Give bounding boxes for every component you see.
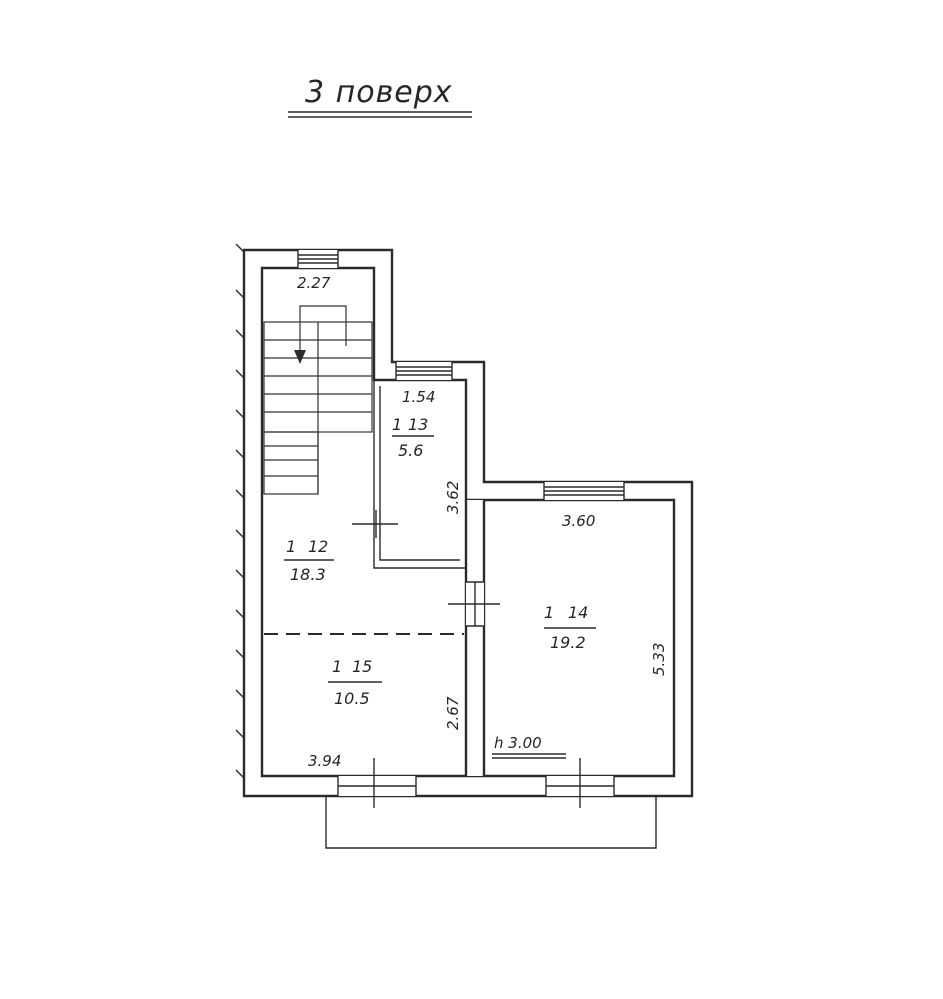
room-12-area: 18.3 <box>290 565 326 584</box>
room-12-prefix: 1 <box>286 537 296 556</box>
room-13-number: 13 <box>408 415 428 434</box>
balcony-outline <box>325 796 657 849</box>
room-14-prefix: 1 <box>544 603 554 622</box>
room-13-length: 3.62 <box>444 481 462 514</box>
stair-direction-arrow-icon <box>294 350 306 364</box>
room-15-number: 15 <box>352 657 372 676</box>
room-13-prefix: 1 <box>392 415 402 434</box>
room-15-width: 3.94 <box>308 752 341 770</box>
room-12-number: 12 <box>308 537 328 556</box>
door-room-14 <box>448 581 500 627</box>
room-13-width: 1.54 <box>402 388 435 406</box>
plan-title: 3 поверх <box>305 75 453 110</box>
window-room-13 <box>395 362 453 380</box>
stair-width-label: 2.27 <box>297 274 331 292</box>
closet-wall-outer <box>373 380 466 569</box>
balcony-door-right <box>545 758 615 808</box>
room-14-area: 19.2 <box>550 633 586 652</box>
room-15-prefix: 1 <box>332 657 342 676</box>
partition-fill <box>466 500 484 776</box>
balcony-door-left <box>337 758 417 808</box>
closet-wall-inner <box>379 386 460 561</box>
room-13-area: 5.6 <box>398 441 423 460</box>
room-14-length: 5.33 <box>650 643 668 676</box>
staircase <box>263 305 373 495</box>
room-15-area: 10.5 <box>334 689 370 708</box>
room-14-width: 3.60 <box>562 512 595 530</box>
room-15-length: 2.67 <box>444 696 462 730</box>
window-room-14 <box>543 482 625 500</box>
window-stair <box>297 250 339 268</box>
ceiling-height-note: h 3.00 <box>494 734 542 752</box>
room-14-number: 14 <box>568 603 588 622</box>
exterior-wall-hatching <box>235 243 245 779</box>
door-room-13 <box>352 510 398 538</box>
